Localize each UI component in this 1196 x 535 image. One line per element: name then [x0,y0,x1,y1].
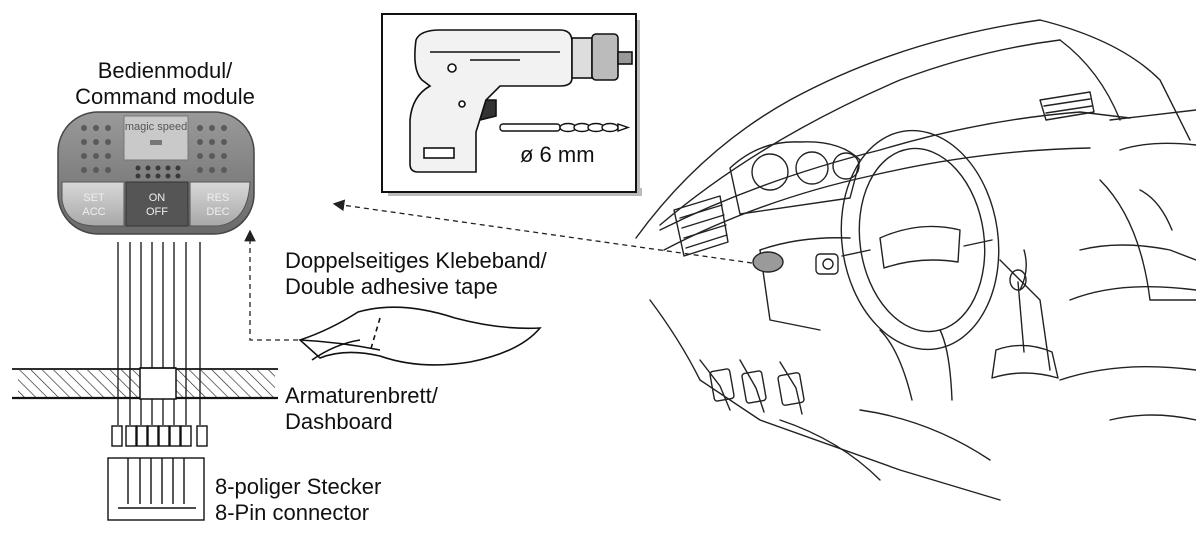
btn-right-line1: RES [207,192,230,204]
module-label-de: Bedienmodul/ [97,58,233,83]
adhesive-tape [298,306,542,366]
drill-bit-icon [499,122,631,133]
on-off-button[interactable] [125,181,189,227]
btn-left-line1: SET [83,192,105,204]
command-module: magic speed SET ACC ON OFF RES DEC [57,111,255,235]
btn-right-line2: DEC [206,206,229,218]
module-label-en: Command module [75,84,255,109]
left-keypad [81,125,111,173]
module-brand: magic speed [125,121,187,133]
tape-label-de: Doppelseitiges Klebeband/ [285,248,547,273]
dashboard-label-de: Armaturenbrett/ [285,383,438,408]
btn-center-line2: OFF [146,206,168,218]
module-label: Bedienmodul/ Command module [60,58,270,110]
connector-label: 8-poliger Stecker 8-Pin connector [215,474,381,526]
mount-location-arrow [332,199,753,264]
btn-left-line2: ACC [82,206,105,218]
drill-size-label: ø 6 mm [520,142,595,167]
btn-center-line1: ON [149,192,166,204]
set-acc-button[interactable] [61,181,125,227]
tape-label-en: Double adhesive tape [285,274,498,299]
connector-label-en: 8-Pin connector [215,500,370,525]
mounting-hole [139,367,177,400]
right-keypad [197,125,227,173]
drill-inset [381,13,642,196]
dashboard-section [12,367,278,400]
drill-icon [409,29,633,173]
dashboard-label: Armaturenbrett/ Dashboard [285,383,438,435]
tape-to-module-arrow [244,229,298,341]
pin-row [111,425,208,447]
mounting-spot [752,251,784,273]
connector-label-de: 8-poliger Stecker [215,474,382,499]
res-dec-button[interactable] [189,181,251,227]
center-keypad [135,165,181,179]
eight-pin-connector [107,457,205,521]
car-interior-illustration [635,19,1196,501]
tape-label: Doppelseitiges Klebeband/ Double adhesiv… [285,248,547,300]
led-indicator [150,140,162,145]
dashboard-label-en: Dashboard [285,409,393,434]
